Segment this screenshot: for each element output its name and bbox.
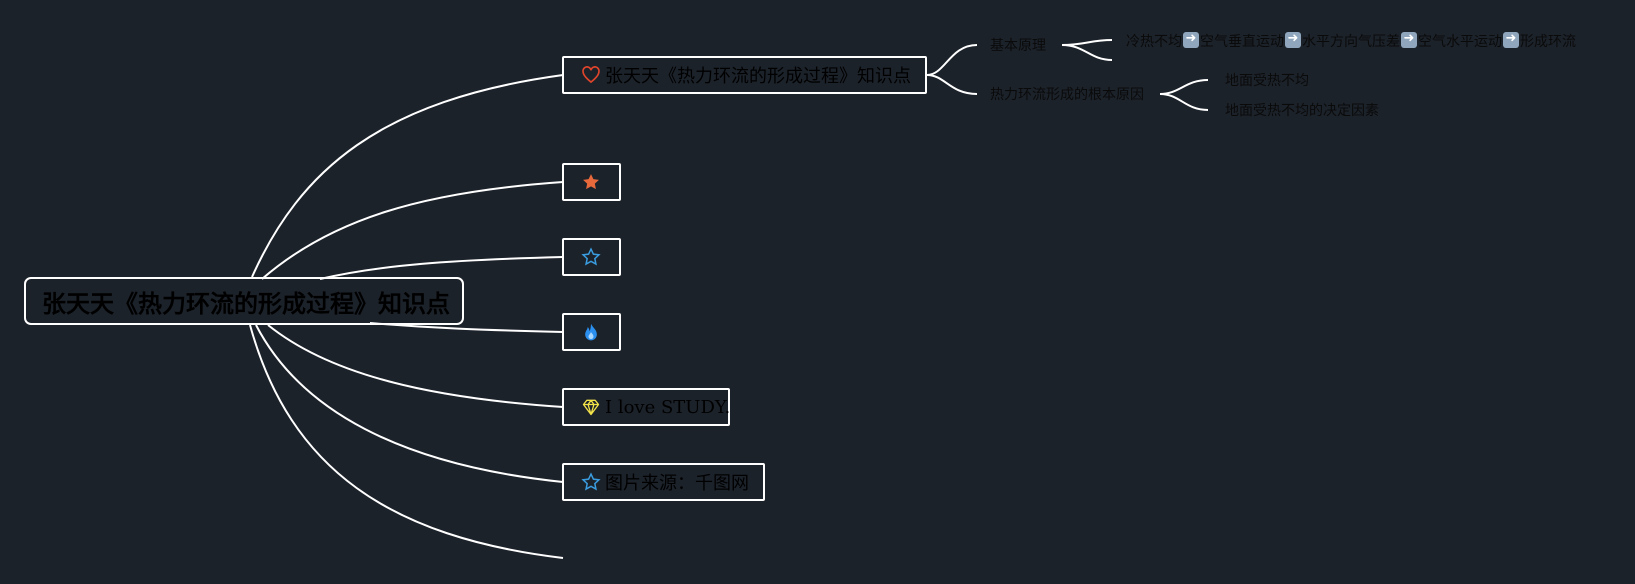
link-branch-1 bbox=[251, 74, 564, 278]
branch-node-1[interactable]: 张天天《热力环流的形成过程》知识点 bbox=[562, 56, 927, 94]
root-node[interactable]: 张天天《热力环流的形成过程》知识点 bbox=[24, 277, 464, 325]
branch-node-6[interactable]: 图片来源：千图网 bbox=[562, 463, 765, 501]
branch-node-3[interactable] bbox=[562, 238, 621, 276]
cause-determining-factors[interactable]: 地面受热不均的决定因素 bbox=[1225, 103, 1379, 119]
link-branch-7 bbox=[249, 324, 564, 559]
subtopic-root-cause[interactable]: 热力环流形成的根本原因 bbox=[990, 87, 1144, 103]
cause-uneven-heating[interactable]: 地面受热不均 bbox=[1225, 73, 1309, 89]
right-arrow-icon bbox=[1503, 30, 1519, 48]
branch-node-4[interactable] bbox=[562, 313, 621, 351]
flame-icon bbox=[581, 322, 601, 342]
link-root-cause bbox=[926, 74, 978, 95]
star-outline-icon bbox=[581, 472, 601, 492]
heart-icon bbox=[581, 65, 601, 85]
link-chain-lower bbox=[1061, 44, 1113, 61]
link-cause-1 bbox=[1159, 79, 1209, 95]
link-branch-3 bbox=[319, 256, 564, 280]
right-arrow-icon bbox=[1183, 30, 1199, 48]
chain-step: 空气垂直运动 bbox=[1200, 34, 1284, 50]
root-node-label: 张天天《热力环流的形成过程》知识点 bbox=[42, 289, 450, 318]
link-branch-2 bbox=[261, 181, 564, 280]
branch-node-1-label: 张天天《热力环流的形成过程》知识点 bbox=[605, 66, 911, 87]
link-branch-6 bbox=[255, 324, 564, 483]
link-branch-5 bbox=[267, 324, 564, 408]
chain-step: 水平方向气压差 bbox=[1302, 34, 1400, 50]
diamond-icon bbox=[581, 397, 601, 417]
chain-step: 空气水平运动 bbox=[1418, 34, 1502, 50]
right-arrow-icon bbox=[1285, 30, 1301, 48]
branch-node-2[interactable] bbox=[562, 163, 621, 201]
link-cause-2 bbox=[1159, 93, 1209, 111]
star-solid-icon bbox=[581, 172, 601, 192]
right-arrow-icon bbox=[1401, 30, 1417, 48]
chain-step: 形成环流 bbox=[1520, 34, 1576, 50]
principle-chain[interactable]: 冷热不均 空气垂直运动 水平方向气压差 空气水平运动 形成环流 bbox=[1126, 30, 1576, 51]
branch-node-6-label: 图片来源：千图网 bbox=[605, 473, 749, 494]
link-basic-principle bbox=[926, 44, 978, 76]
link-chain-upper bbox=[1061, 39, 1113, 46]
branch-node-5-label: I love STUDY. bbox=[605, 396, 731, 418]
chain-step: 冷热不均 bbox=[1126, 34, 1182, 50]
subtopic-basic-principle[interactable]: 基本原理 bbox=[990, 38, 1046, 54]
star-outline-icon bbox=[581, 247, 601, 267]
branch-node-5[interactable]: I love STUDY. bbox=[562, 388, 730, 426]
